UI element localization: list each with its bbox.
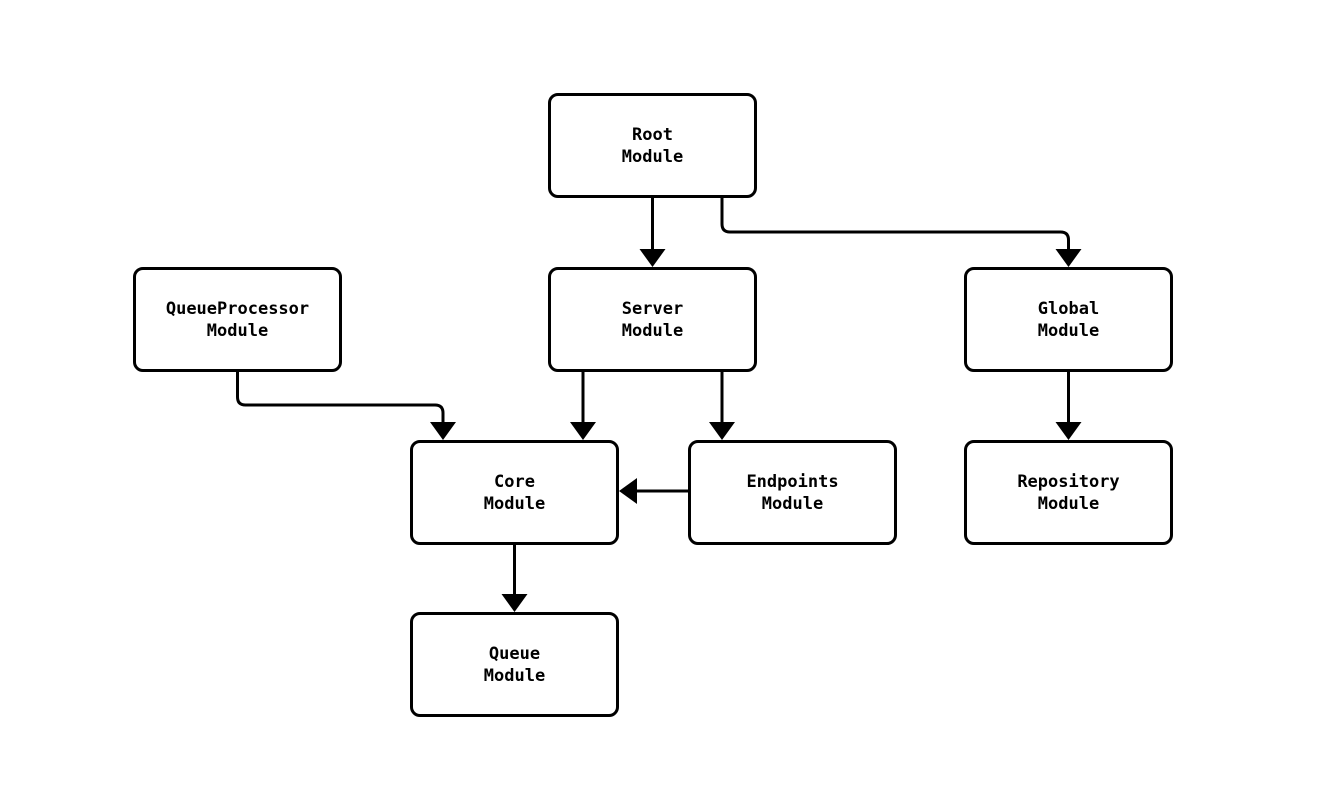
node-label-line: Module: [1037, 320, 1100, 341]
arrowhead-root-to-server: [639, 249, 666, 267]
node-repository-module: Repository Module: [964, 440, 1173, 545]
node-label-line: QueueProcessor: [165, 298, 310, 319]
node-label-line: Server: [621, 298, 684, 319]
node-label-line: Queue: [488, 643, 541, 664]
arrowhead-core-to-queue: [501, 594, 528, 612]
node-global-module: Global Module: [964, 267, 1173, 372]
node-label-line: Module: [206, 320, 269, 341]
node-queue-module: Queue Module: [410, 612, 619, 717]
node-label-line: Global: [1037, 298, 1100, 319]
arrowhead-endpoints-to-core: [619, 478, 637, 504]
node-label-line: Module: [761, 493, 824, 514]
arrowhead-server-to-core: [570, 422, 596, 440]
edge-queueprocessor-to-core: [236, 372, 445, 423]
node-label-line: Module: [483, 493, 546, 514]
node-queueprocessor-module: QueueProcessor Module: [133, 267, 342, 372]
arrowhead-root-to-global: [1055, 249, 1082, 267]
node-label-line: Module: [621, 320, 684, 341]
arrowhead-global-to-repository: [1055, 422, 1082, 440]
node-server-module: Server Module: [548, 267, 757, 372]
edge-root-to-global: [720, 198, 1070, 250]
node-root-module: Root Module: [548, 93, 757, 198]
node-label-line: Module: [483, 665, 546, 686]
arrowhead-server-to-endpoints: [709, 422, 735, 440]
node-core-module: Core Module: [410, 440, 619, 545]
node-label-line: Module: [1037, 493, 1100, 514]
node-label-line: Root: [632, 124, 673, 145]
node-label-line: Module: [621, 146, 684, 167]
node-label-line: Core: [494, 471, 535, 492]
node-label-line: Endpoints: [746, 471, 839, 492]
node-endpoints-module: Endpoints Module: [688, 440, 897, 545]
node-label-line: Repository: [1017, 471, 1120, 492]
arrowhead-queueprocessor-to-core: [430, 422, 456, 440]
